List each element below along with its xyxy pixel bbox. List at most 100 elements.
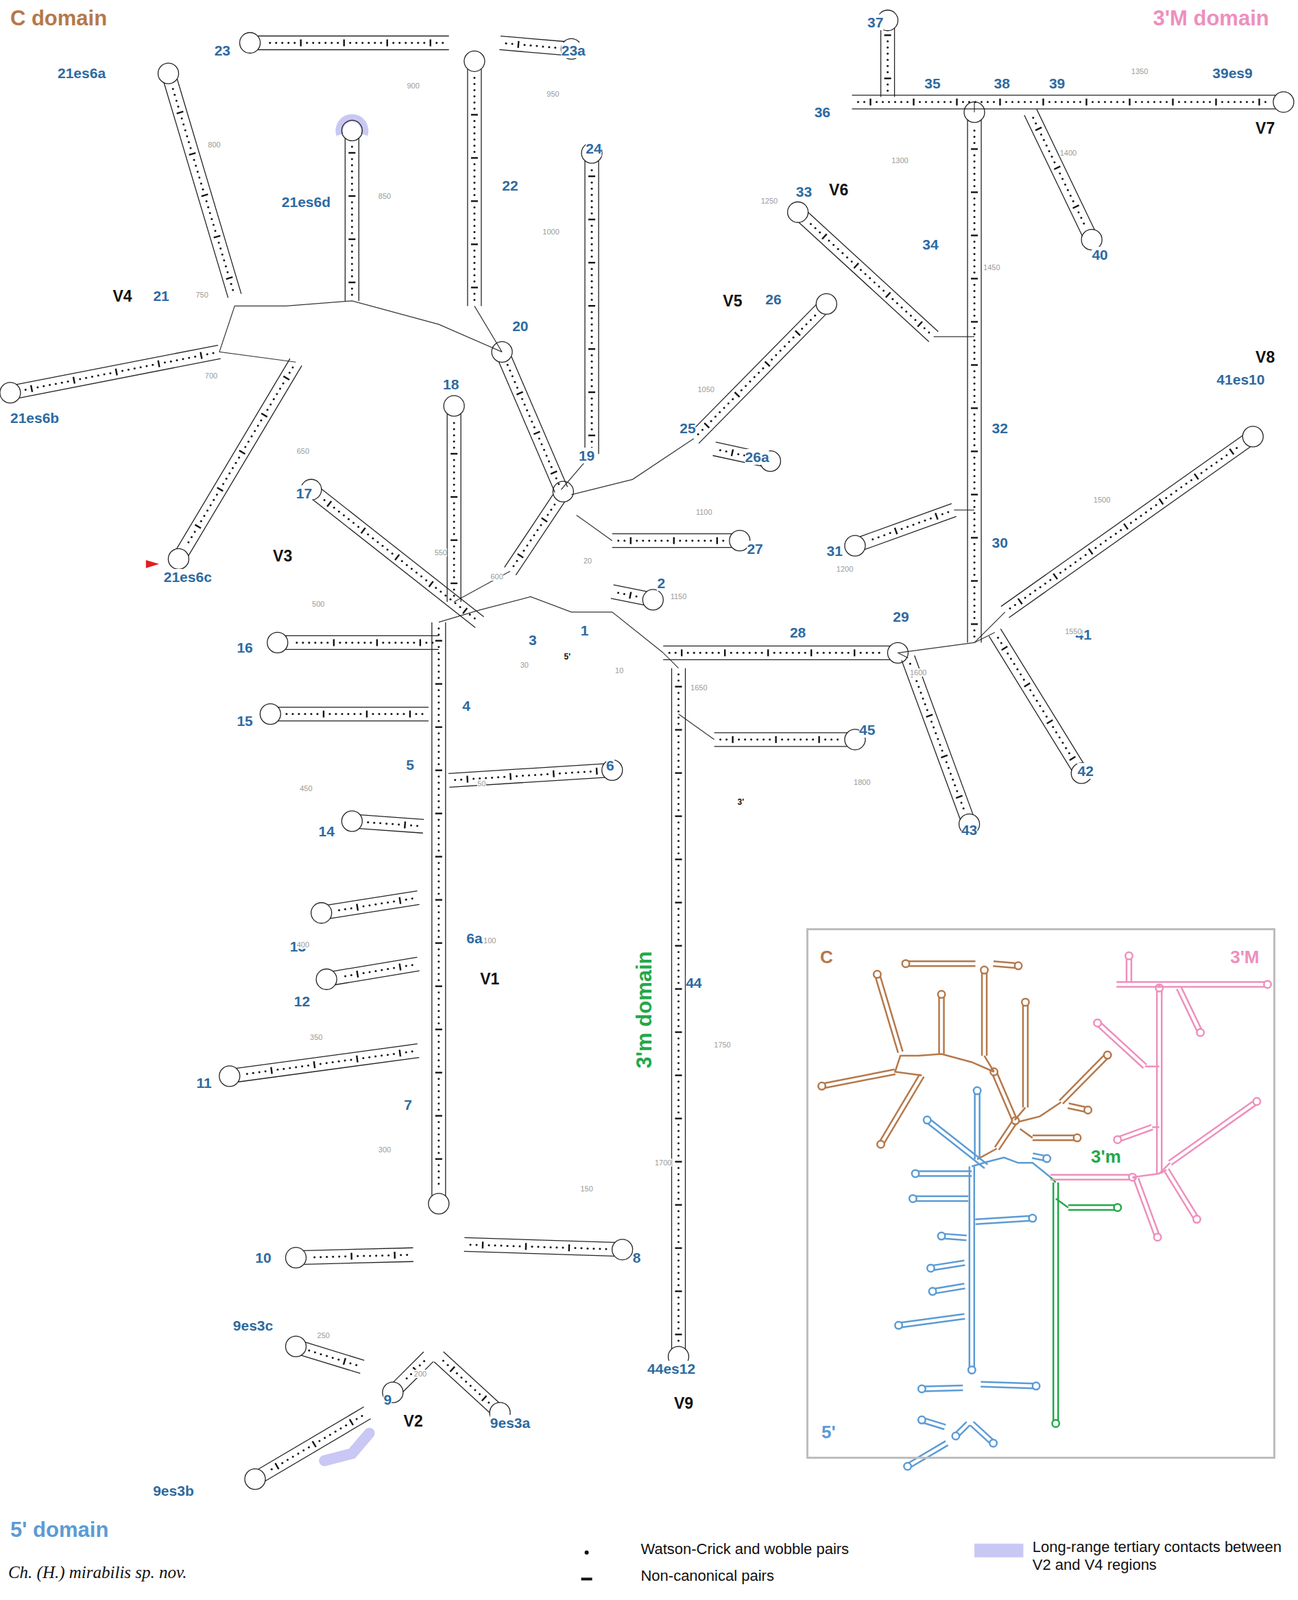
base-pair [48, 383, 51, 387]
noncanonical-pair [1128, 98, 1131, 106]
base-pair [410, 824, 413, 827]
base-pair [1155, 503, 1158, 507]
base-pair [927, 331, 930, 334]
base-pair [386, 901, 389, 904]
helix-number: 3 [528, 632, 537, 649]
base-pair [512, 565, 515, 568]
base-pair [591, 317, 594, 320]
label-text: 44 [685, 975, 702, 991]
base-pair [1245, 100, 1248, 103]
base-pair [1079, 557, 1082, 560]
label-text: 150 [580, 1184, 593, 1194]
position-number: 250 [317, 1331, 330, 1340]
base-pair [1180, 486, 1183, 489]
base-pair [805, 738, 808, 741]
hairpin-loop [1051, 1420, 1060, 1428]
base-pair [886, 65, 889, 68]
helix-strand [312, 499, 476, 629]
noncanonical-pair [675, 1031, 683, 1033]
label-text: 400 [296, 940, 310, 949]
base-pair [437, 1108, 440, 1111]
legend-entry: Long-range tertiary contacts between V2 … [1032, 1538, 1288, 1575]
noncanonical-pair [312, 1441, 317, 1448]
base-pair [677, 1006, 680, 1009]
noncanonical-pair [283, 376, 290, 380]
noncanonical-pair [588, 348, 596, 350]
base-pair [973, 604, 976, 607]
base-pair [1051, 726, 1054, 729]
base-pair [437, 658, 440, 661]
label-text: 37 [867, 14, 884, 31]
base-pair [677, 1062, 680, 1065]
helix-strand [698, 314, 827, 443]
base-pair [439, 591, 442, 594]
noncanonical-pair [970, 580, 978, 582]
label-text: 24 [585, 140, 602, 157]
noncanonical-pair [482, 1396, 487, 1401]
helix-strand [973, 1093, 976, 1160]
hairpin-loop [1128, 1173, 1137, 1182]
base-pair [437, 1059, 440, 1062]
base-pair [437, 689, 440, 692]
helix-strand [329, 904, 419, 919]
base-pair [437, 997, 440, 1000]
base-pair [213, 229, 216, 232]
base-pair [437, 954, 440, 957]
noncanonical-pair [1053, 166, 1061, 170]
helix-strand [938, 996, 941, 1054]
variable-region-label: V2 [403, 1411, 424, 1431]
tertiary-contact [335, 113, 369, 136]
noncanonical-pair [73, 377, 75, 384]
base-pair [1140, 514, 1143, 518]
label-text: 1700 [654, 1158, 672, 1168]
backbone [571, 438, 694, 496]
base-pair [272, 398, 275, 401]
base-pair [196, 170, 199, 173]
position-number: 1350 [1131, 67, 1148, 76]
base-pair [1185, 482, 1188, 485]
base-pair [394, 641, 397, 644]
base-pair [718, 411, 721, 414]
helix-strand [714, 732, 848, 733]
base-pair [473, 101, 476, 104]
base-pair [591, 274, 594, 277]
position-number: 800 [207, 140, 221, 149]
base-pair [437, 935, 440, 939]
helix-strand [511, 356, 568, 488]
helix-strand [944, 1239, 967, 1241]
base-pair [973, 228, 976, 231]
helix-number: 26a [745, 449, 770, 466]
base-pair [722, 539, 725, 542]
base-pair [344, 908, 347, 911]
base-pair [886, 52, 889, 55]
base-pair [533, 426, 536, 429]
base-pair [336, 41, 339, 44]
label-text: 250 [317, 1331, 330, 1340]
base-pair [1153, 100, 1156, 103]
base-pair [437, 1096, 440, 1099]
base-pair [473, 95, 476, 98]
noncanonical-pair [419, 639, 422, 646]
helix-strand [915, 1200, 969, 1203]
helix-strand [1138, 1178, 1159, 1235]
base-pair [338, 1060, 341, 1063]
base-pair [399, 1254, 402, 1257]
base-pair [437, 707, 440, 710]
legend-entry: Watson-Crick and wobble pairs [640, 1540, 849, 1559]
base-pair [416, 824, 419, 827]
base-pair [437, 664, 440, 667]
position-number: 350 [309, 1033, 323, 1042]
helix-strand [358, 138, 360, 302]
label-text: 43 [961, 822, 978, 838]
label-text: 26 [765, 291, 781, 308]
base-pair [677, 876, 680, 880]
label-text: 3'm domain [632, 951, 657, 1069]
label-text: 6 [606, 757, 615, 774]
base-pair [973, 530, 976, 533]
base-pair [886, 71, 889, 74]
base-pair [1054, 100, 1057, 103]
hairpin-loop [239, 32, 261, 53]
base-pair [543, 1246, 546, 1249]
base-pair [453, 545, 456, 548]
base-pair [181, 117, 184, 120]
